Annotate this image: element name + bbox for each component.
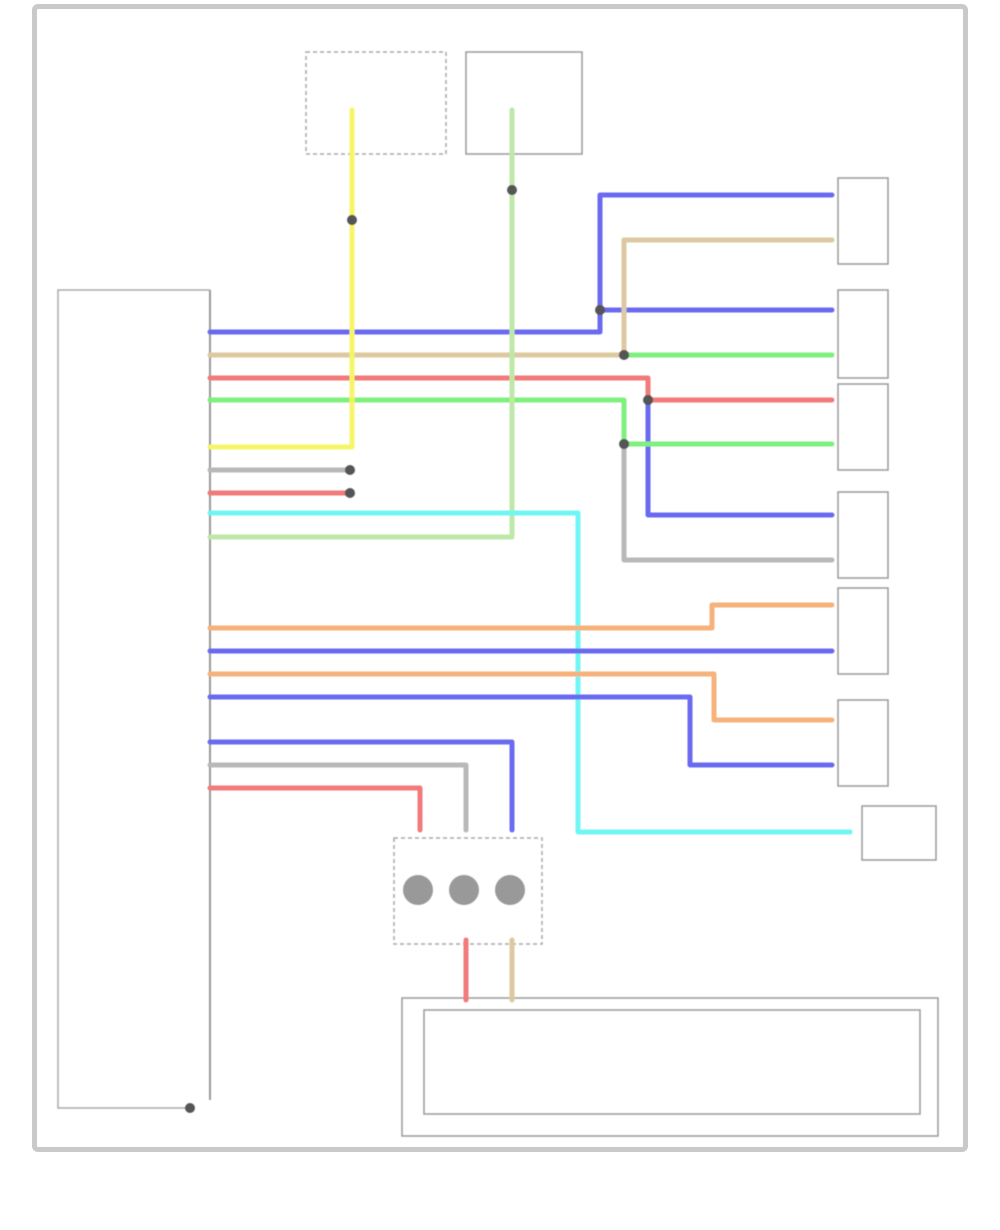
wire-yellow-8 [207,107,355,450]
wire-tan-2 [207,237,835,358]
wire-gray-7 [621,441,835,563]
wire-gray-18 [207,762,469,833]
fuse-relay-box [305,51,583,155]
combination-switch [393,837,543,945]
splice-point-2 [643,395,653,405]
wire-red-4 [207,375,835,403]
wire-orange-15 [207,671,835,723]
diagram-frame [32,4,968,1152]
wire-orange-13 [207,602,835,631]
wire-blue-17 [207,739,515,833]
splice-point-6 [345,465,355,475]
splice-point-4 [347,215,357,225]
steering-switch-module [401,997,939,1137]
splice-points [185,185,653,1113]
wires [207,107,853,1003]
splice-point-7 [345,488,355,498]
wire-blue-5 [645,397,835,518]
speaker-connectors [837,177,937,861]
wire-light_green-9 [207,107,515,540]
wire-blue-0 [207,192,835,335]
audio-unit-outline [57,289,211,1109]
splice-point-0 [595,305,605,315]
splice-point-3 [619,439,629,449]
wire-blue-16 [207,694,835,768]
splice-point-8 [185,1103,195,1113]
wire-green-6 [207,397,835,447]
splice-point-1 [619,350,629,360]
wire-red-19 [207,785,423,833]
splice-point-5 [507,185,517,195]
